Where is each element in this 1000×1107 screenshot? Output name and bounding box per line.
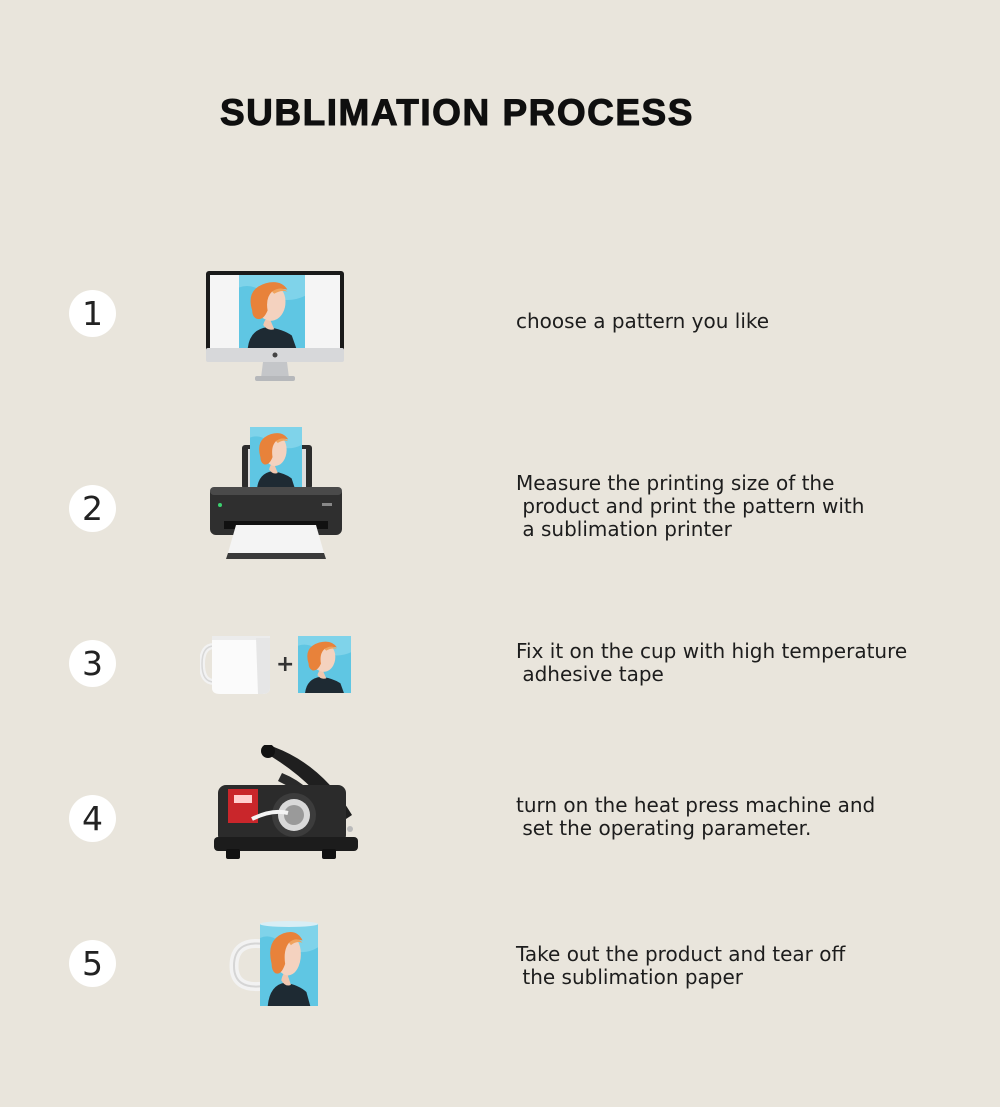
svg-text:+: + xyxy=(276,652,294,677)
step-5-description: Take out the product and tear off the su… xyxy=(516,943,845,989)
mug-plus-pattern-icon: + xyxy=(200,636,355,694)
step-5-line-2: the sublimation paper xyxy=(516,965,744,989)
page-title: SUBLIMATION PROCESS xyxy=(220,92,694,134)
heat-press-icon xyxy=(214,745,358,859)
step-2-line-3: a sublimation printer xyxy=(516,517,732,541)
step-1-line-1: choose a pattern you like xyxy=(516,309,770,333)
monitor-icon xyxy=(206,271,344,381)
step-4-line-1: turn on the heat press machine and xyxy=(516,793,876,817)
step-3-line-1: Fix it on the cup with high temperature xyxy=(516,639,908,663)
step-5-line-1: Take out the product and tear off xyxy=(516,942,846,966)
step-2-description: Measure the printing size of the product… xyxy=(516,472,864,541)
step-4-number-badge: 4 xyxy=(69,795,116,842)
step-4-description: turn on the heat press machine and set t… xyxy=(516,794,875,840)
step-1-description: choose a pattern you like xyxy=(516,310,769,333)
step-2-number-badge: 2 xyxy=(69,485,116,532)
step-5-number-badge: 5 xyxy=(69,940,116,987)
step-3-number-badge: 3 xyxy=(69,640,116,687)
step-2-line-2: product and print the pattern with xyxy=(516,494,865,518)
step-3-line-2: adhesive tape xyxy=(516,662,664,686)
step-1-number-badge: 1 xyxy=(69,290,116,337)
step-4-line-2: set the operating parameter. xyxy=(516,816,812,840)
printer-icon xyxy=(210,425,342,559)
step-2-line-1: Measure the printing size of the xyxy=(516,471,835,495)
step-3-description: Fix it on the cup with high temperature … xyxy=(516,640,907,686)
printed-mug-icon xyxy=(229,921,318,1006)
